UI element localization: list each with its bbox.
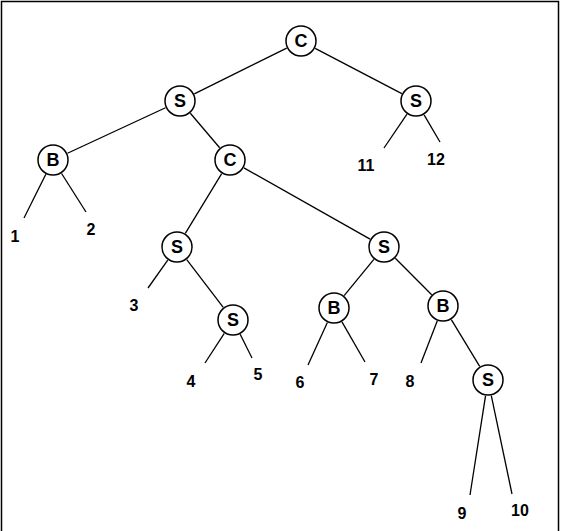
node-letter: B (47, 150, 60, 171)
node-letter: C (224, 150, 237, 171)
tree-node-circle: B (37, 144, 69, 176)
leaf-branch (384, 114, 407, 148)
node-letter: C (295, 31, 308, 52)
node-letter: B (437, 296, 450, 317)
tree-branch (187, 260, 224, 308)
tree-node-circle: S (400, 85, 432, 117)
tree-branch (315, 48, 402, 93)
tree-branch (68, 108, 166, 154)
circle-shape (38, 145, 68, 175)
leaf-number: 9 (458, 505, 467, 523)
tree-branch (244, 168, 370, 239)
circle-shape (286, 26, 316, 56)
leaf-branch (470, 396, 486, 495)
leaf-number: 12 (427, 151, 445, 169)
leaf-branch (421, 321, 437, 363)
leaf-number: 10 (511, 502, 529, 520)
leaf-number: 8 (406, 373, 415, 391)
leaf-branch (24, 174, 46, 218)
node-letter: S (171, 237, 183, 258)
circle-shape (369, 232, 399, 262)
node-letter: S (482, 370, 494, 391)
leaf-branch (342, 322, 365, 362)
tree-node-circle: C (285, 25, 317, 57)
tree-node-circle: B (427, 290, 459, 322)
leaf-number: 11 (358, 157, 375, 175)
tree-node-circle: B (318, 292, 350, 324)
leaf-branch (205, 333, 224, 363)
tree-branch (190, 113, 219, 148)
tree-node-circle: S (161, 231, 193, 263)
leaf-branch (491, 396, 512, 494)
leaf-number: 2 (87, 221, 96, 239)
tree-node-circle: S (217, 304, 249, 336)
circle-shape (162, 232, 192, 262)
tree-node-circle: C (214, 144, 246, 176)
circle-shape (165, 86, 195, 116)
leaf-branch (424, 115, 440, 142)
leaf-branch (148, 260, 168, 288)
tree-node-circle: S (368, 231, 400, 263)
tree-branch (194, 48, 286, 94)
tree-branch (395, 258, 431, 294)
circle-shape (215, 145, 245, 175)
node-letter: B (328, 298, 341, 319)
node-letter: S (227, 310, 239, 331)
circle-shape (319, 293, 349, 323)
leaf-branch (240, 334, 252, 358)
tree-node-circle: S (164, 85, 196, 117)
circle-shape (473, 365, 503, 395)
leaf-number: 3 (130, 297, 139, 315)
tree-node-circle: S (472, 364, 504, 396)
leaf-branch (62, 174, 86, 212)
circle-shape (428, 291, 458, 321)
leaf-number: 1 (11, 228, 20, 246)
tree-branch (451, 320, 479, 367)
leaf-number: 6 (296, 374, 305, 392)
leaf-number: 5 (254, 366, 263, 384)
circle-shape (218, 305, 248, 335)
tree-branch (185, 174, 221, 234)
leaf-branch (308, 323, 327, 365)
node-letter: S (174, 91, 186, 112)
node-letter: S (378, 237, 390, 258)
node-letter: S (410, 91, 422, 112)
leaf-number: 4 (187, 373, 196, 391)
leaf-number: 7 (370, 371, 379, 389)
tree-branch (344, 259, 374, 295)
circle-shape (401, 86, 431, 116)
